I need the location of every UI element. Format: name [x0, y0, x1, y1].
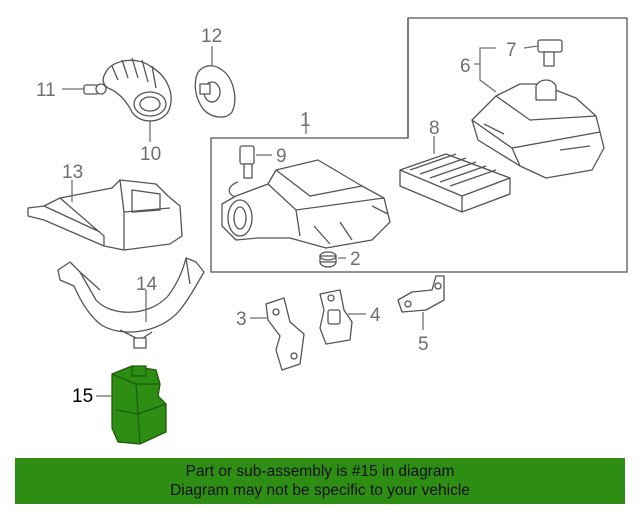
part-8-air-filter	[399, 153, 511, 213]
callout-2: 2	[350, 249, 361, 270]
part-2-grommet	[319, 251, 337, 268]
part-9-air-flow-sensor	[228, 145, 255, 199]
callout-5: 5	[418, 334, 429, 355]
callout-7: 7	[506, 40, 517, 61]
part-1-air-cleaner-case	[221, 159, 391, 249]
callout-3: 3	[236, 309, 247, 330]
banner-line-2: Diagram may not be specific to your vehi…	[170, 482, 470, 499]
callout-8: 8	[429, 118, 440, 139]
part-11-clamp	[83, 83, 107, 95]
part-6-upper-case-cover	[471, 79, 605, 179]
callout-10: 10	[140, 144, 161, 165]
part-14-duct-tube	[57, 257, 205, 349]
part-7-sensor	[537, 39, 563, 67]
parts-diagram: 11 10 12 13 14 15 3 4 5 2 9 1 8 6 7	[27, 17, 628, 445]
part-5-bracket	[397, 275, 445, 313]
callout-13: 13	[62, 162, 83, 183]
callout-12: 12	[201, 26, 222, 47]
part-4-bracket	[319, 289, 353, 345]
callout-15: 15	[72, 386, 93, 407]
part-12-resonator-cap	[194, 65, 236, 118]
callout-6: 6	[460, 56, 471, 77]
part-10-intake-hose	[102, 57, 172, 122]
callout-1: 1	[300, 110, 311, 131]
callout-4: 4	[370, 305, 381, 326]
part-3-bracket	[265, 297, 305, 371]
part-13-air-inlet-duct	[27, 179, 183, 251]
callout-9: 9	[276, 146, 287, 167]
info-banner: Part or sub-assembly is #15 in diagram D…	[15, 458, 625, 504]
leader-lines	[62, 45, 539, 397]
callout-14: 14	[136, 274, 158, 295]
part-15-resonator-highlighted[interactable]	[111, 365, 167, 445]
callout-11: 11	[36, 80, 56, 101]
banner-line-1: Part or sub-assembly is #15 in diagram	[185, 463, 455, 480]
